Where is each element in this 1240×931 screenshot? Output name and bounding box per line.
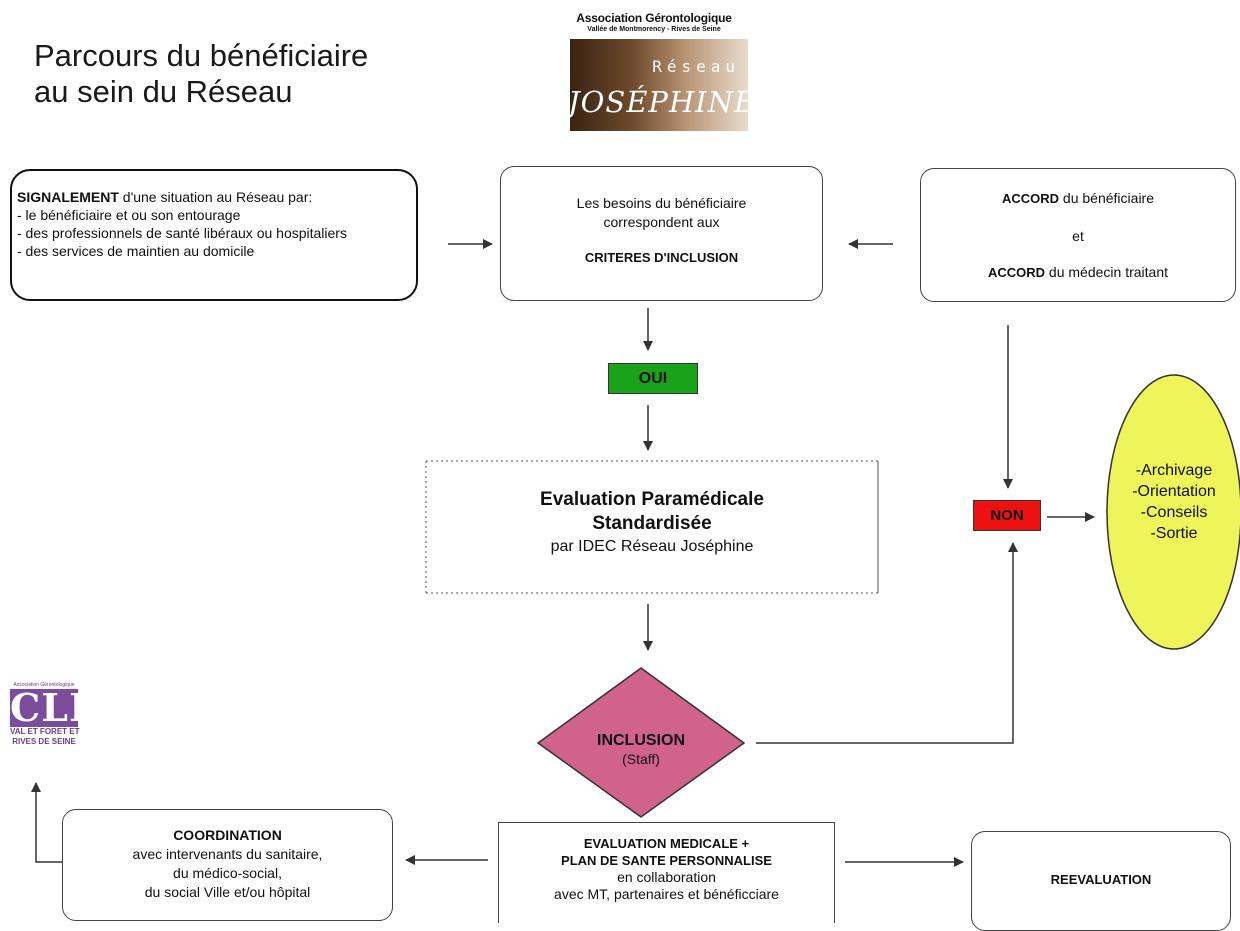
- eval-medicale-line2: PLAN DE SANTE PERSONNALISE: [561, 853, 772, 868]
- evaluation-text: Evaluation Paramédicale Standardisée par…: [426, 488, 878, 558]
- arrow-inclusion-to-non: [756, 542, 1018, 744]
- evaluation-line1: Evaluation Paramédicale: [540, 489, 764, 510]
- page-title: Parcours du bénéficiaire au sein du Rése…: [34, 38, 368, 110]
- accord-line2: ACCORD du médecin traitant: [921, 263, 1235, 282]
- clic-logo-bottom2: RIVES DE SEINE: [12, 737, 76, 746]
- coordination-line2: du médico-social,: [173, 865, 282, 881]
- eval-medicale-line3: en collaboration: [617, 869, 716, 885]
- accord-line1: ACCORD du bénéficiaire: [921, 189, 1235, 208]
- signalement-box: SIGNALEMENT d'une situation au Réseau pa…: [10, 169, 418, 301]
- inclusion-label: INCLUSION: [597, 732, 685, 749]
- title-line-2: au sein du Réseau: [34, 74, 293, 109]
- inclusion-diamond: [536, 667, 746, 818]
- title-line-1: Parcours du bénéficiaire: [34, 38, 369, 73]
- josephine-logo: Association Gérontologique Vallée de Mon…: [556, 11, 755, 132]
- accord-bold-2: ACCORD: [987, 265, 1046, 280]
- exit-item: -Sortie: [1150, 525, 1198, 542]
- accord-rest-1: du bénéficiaire: [1059, 190, 1154, 206]
- signalement-bold: SIGNALEMENT: [17, 189, 119, 205]
- signalement-item: - des professionnels de santé libéraux o…: [17, 225, 347, 241]
- logo-assoc-line2: Vallée de Montmorency - Rives de Seine: [587, 26, 721, 33]
- exit-ellipse: [1106, 374, 1240, 650]
- inclusion-sub: (Staff): [622, 751, 660, 767]
- arrow-coordination-to-clic: [31, 782, 62, 863]
- signalement-item: - des services de maintien au domicile: [17, 243, 255, 259]
- signalement-rest: d'une situation au Réseau par:: [118, 189, 313, 205]
- coordination-box: COORDINATION avec intervenants du sanita…: [62, 809, 393, 921]
- inclusion-text: INCLUSION (Staff): [571, 731, 711, 768]
- eval-medicale-line4: avec MT, partenaires et bénéficciare: [554, 886, 779, 902]
- logo-assoc-line1: Association Gérontologique: [576, 11, 732, 25]
- evaluation-line2: Standardisée: [592, 513, 712, 534]
- besoins-line1: Les besoins du bénéficiaire: [576, 195, 747, 211]
- signalement-item: - le bénéficiaire et ou son entourage: [17, 207, 241, 223]
- logo-josephine: JOSÉPHINE: [568, 85, 757, 119]
- clic-logo-bottom1: VAL ET FORET ET: [10, 727, 80, 736]
- evaluation-frame: [425, 460, 879, 594]
- evaluation-line3: par IDEC Réseau Joséphine: [550, 538, 754, 555]
- oui-badge: OUI: [608, 363, 698, 394]
- besoins-box: Les besoins du bénéficiaire corresponden…: [500, 166, 823, 301]
- eval-medicale-line1: EVALUATION MEDICALE +: [583, 836, 750, 851]
- accord-et: et: [1072, 228, 1084, 244]
- exit-item: -Conseils: [1140, 504, 1208, 521]
- exit-item: -Orientation: [1132, 483, 1216, 500]
- accord-box: ACCORD du bénéficiaire et ACCORD du méde…: [920, 168, 1236, 302]
- logo-reseau: Réseau: [652, 57, 740, 76]
- exit-item: -Archivage: [1135, 462, 1213, 479]
- exit-list: -Archivage -Orientation -Conseils -Sorti…: [1108, 460, 1240, 544]
- coordination-title: COORDINATION: [173, 827, 282, 843]
- reevaluation-box: REEVALUATION: [971, 831, 1231, 931]
- coordination-line3: du social Ville et/ou hôpital: [144, 884, 311, 900]
- besoins-line2: correspondent aux: [603, 214, 720, 230]
- signalement-heading: SIGNALEMENT d'une situation au Réseau pa…: [17, 188, 406, 206]
- logo-image: Réseau JOSÉPHINE: [568, 39, 755, 131]
- besoins-criteres: CRITERES D'INCLUSION: [584, 250, 739, 265]
- non-badge: NON: [973, 500, 1041, 531]
- coordination-line1: avec intervenants du sanitaire,: [132, 846, 323, 862]
- accord-bold-1: ACCORD: [1001, 191, 1060, 206]
- accord-rest-2: du médecin traitant: [1045, 264, 1169, 280]
- clic-logo-top: Association Gérontologique: [13, 682, 75, 688]
- eval-medicale-box: EVALUATION MEDICALE + PLAN DE SANTE PERS…: [498, 822, 835, 923]
